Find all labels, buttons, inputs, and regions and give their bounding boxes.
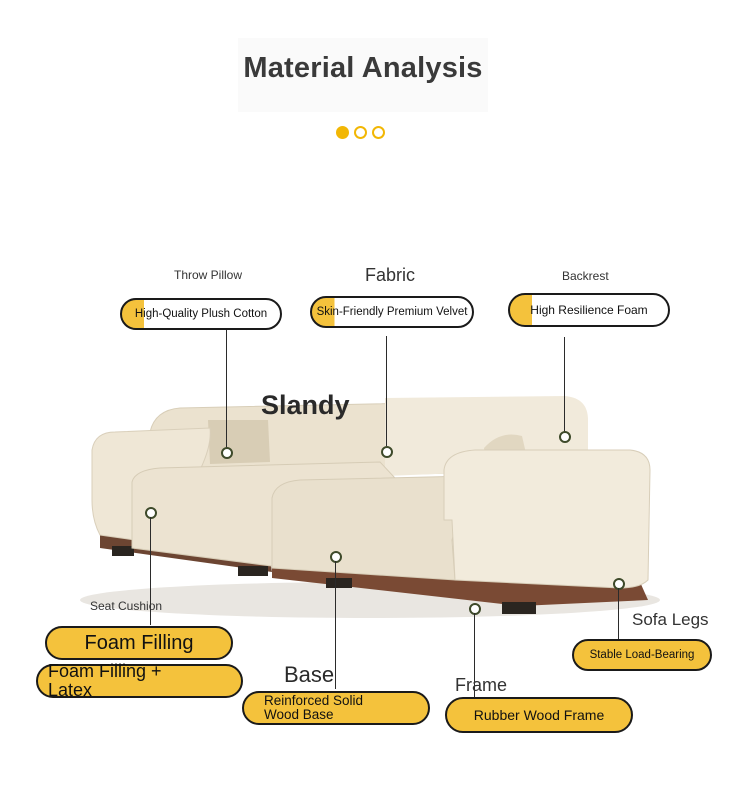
left-arm [91,427,211,541]
backrest-point [559,431,571,443]
base-value: Reinforced Solid Wood Base [264,692,364,722]
fabric-line [386,336,387,446]
sofa-legs-point [613,578,625,590]
backrest-line [564,337,565,432]
frame-point [469,603,481,615]
backrest-label: Backrest [562,269,609,283]
dot-1[interactable] [336,126,349,139]
dot-2[interactable] [354,126,367,139]
pagination-dots [336,126,385,139]
base-line [335,561,336,689]
right-arm [443,449,651,589]
seat-cushion-pill-2: Foam Filling + Latex [36,661,243,700]
sofa-legs-label: Sofa Legs [632,610,709,629]
throw-pillow-point [221,447,233,459]
throw-pillow-label: Throw Pillow [174,268,243,282]
frame-line [474,613,475,703]
title-background [238,38,488,112]
frame-label: Frame [455,675,508,695]
base-pill: Reinforced Solid Wood Base [242,691,430,725]
seat-cushion-point [145,507,157,519]
fabric-point [381,446,393,458]
base-label: Base [284,662,335,687]
foot-2 [238,566,268,576]
seat-cushion-value-1: Foam Filling [84,631,194,654]
foot-1 [112,546,134,556]
backrest-value: High Resilience Foam [530,302,648,317]
sofa-legs-line [618,588,619,640]
seat-cushion-line [150,517,151,625]
sofa-legs-pill: Stable Load-Bearing [572,639,712,671]
base-point [330,551,342,563]
seat-cushion-pill-1: Foam Filling [45,626,233,660]
fabric-label: Fabric [365,265,416,285]
page-title: Material Analysis [243,52,483,84]
foot-3 [326,578,352,588]
fabric-value: Skin-Friendly Premium Velvet [316,305,468,318]
seat-cushion-value-2: Foam Filling + Latex [48,661,162,700]
backrest-pill: High Resilience Foam [508,293,670,327]
sofa-legs-value: Stable Load-Bearing [589,648,695,661]
foot-4 [502,602,536,614]
seat-cushion-label: Seat Cushion [90,599,163,613]
throw-pillow-line [226,330,227,448]
throw-pillow-pill: High-Quality Plush Cotton [120,298,282,330]
product-name: Slandy [261,390,350,420]
frame-value: Rubber Wood Frame [473,706,605,723]
right-seat [271,475,471,581]
throw-pillow-value: High-Quality Plush Cotton [134,307,268,320]
dot-3[interactable] [372,126,385,139]
fabric-pill: Skin-Friendly Premium Velvet [310,296,474,328]
frame-pill: Rubber Wood Frame [445,697,633,733]
throw-pillow-left [208,420,270,464]
